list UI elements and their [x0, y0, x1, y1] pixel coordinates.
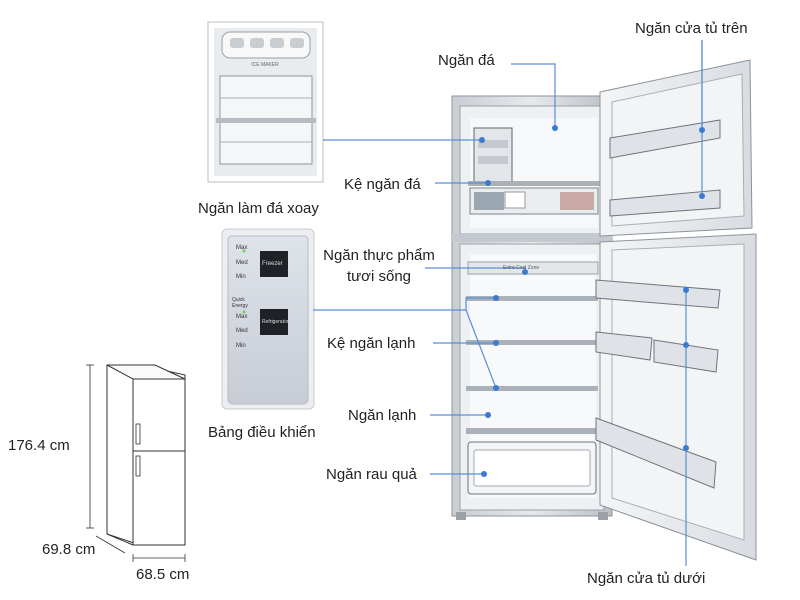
label-ice-compartment: Ngăn đá — [438, 52, 495, 69]
dimension-depth: 69.8 cm — [42, 541, 96, 558]
label-vegetable-drawer: Ngăn rau quả — [326, 466, 417, 483]
lower-door — [595, 233, 757, 561]
ice-maker-inset: ICE MAKER — [207, 21, 324, 183]
freezer-button[interactable]: Freezer — [262, 261, 283, 267]
label-rotating-ice-maker: Ngăn làm đá xoay — [198, 200, 319, 217]
pointer-lines — [313, 40, 703, 566]
fridge-level-max: Max — [236, 314, 248, 320]
label-upper-door-shelf: Ngăn cửa tủ trên — [635, 20, 748, 37]
freezer-level-min: Min — [236, 274, 246, 280]
inset-tag: ICE MAKER — [251, 62, 279, 68]
fridge-level-med: Med — [236, 328, 248, 334]
fridge-level-min: Min — [236, 343, 246, 349]
fridge-button[interactable]: Refrigerator — [262, 319, 289, 325]
label-ice-shelf: Kệ ngăn đá — [344, 176, 421, 193]
label-fridge-compartment: Ngăn lạnh — [348, 407, 417, 424]
dimension-height: 176.4 cm — [8, 437, 70, 454]
control-panel — [221, 228, 315, 410]
pointer-dots — [479, 125, 705, 477]
fridge-level-quick: Quick Energy — [232, 297, 248, 309]
label-fresh-food-line1: Ngăn thực phẩm — [323, 247, 435, 264]
pointer-ice-compartment — [511, 63, 556, 128]
freezer-level-max: Max — [236, 245, 248, 251]
fresh-zone-tag: Extra Cool Zone — [503, 265, 540, 271]
label-lower-door-shelf: Ngăn cửa tủ dưới — [587, 570, 706, 587]
dimension-width: 68.5 cm — [136, 566, 190, 583]
label-control-panel: Bảng điều khiển — [208, 424, 316, 441]
upper-door — [599, 59, 753, 237]
label-fridge-shelf: Kệ ngăn lạnh — [327, 335, 416, 352]
pointer-fridge-shelf-fork — [465, 297, 496, 310]
label-fresh-food-line2: tươi sống — [346, 268, 412, 285]
dimension-box — [86, 364, 186, 562]
refrigerator-body — [451, 95, 613, 520]
freezer-level-med: Med — [236, 260, 248, 266]
